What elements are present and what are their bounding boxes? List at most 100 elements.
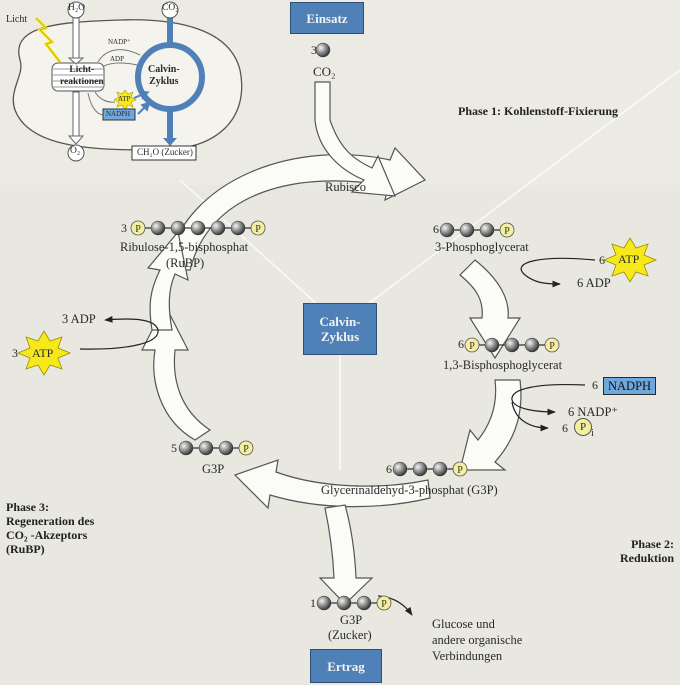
g3p-out-chain: P [316,595,392,611]
phase2-pi-icon: P [574,418,592,436]
phase1-atp-label: ATP [618,252,640,266]
pga-chain: P [439,222,515,238]
carbon-atom [356,595,372,611]
chloroplast-outline [12,19,243,151]
carbon-atom [170,220,186,236]
phase3-atp-label: ATP [32,346,54,360]
arrow-segment-pga-bpg [459,259,522,360]
co2-circle [161,1,179,19]
calvin-cycle-ring [141,81,522,605]
rubp-abbr: (RuBP) [166,256,205,270]
input-co2-label: CO₂ [313,64,336,79]
phase2-pi-sub: i [591,428,594,439]
carbon-atom [479,222,495,238]
carbon-atom [198,440,214,456]
o2-circle [67,144,85,162]
phase3-atp-star-icon [16,330,72,376]
g3p-regen-chain: P [178,440,254,456]
phase2-nadph-nadp-arrow [511,384,586,416]
carbon-atom [316,595,332,611]
co2-input-arrow [314,81,396,197]
overview-co2-label: CO₂ [162,3,179,13]
phosphate-group [130,220,146,236]
overview-light-label: Licht [6,14,28,25]
phase3-adp-label: 3 ADP [62,312,96,326]
rubisco-label: Rubisco [325,180,366,194]
phosphate-group [544,337,560,353]
input-box: Einsatz [290,2,364,34]
g3p-out-name: G3P [340,613,363,627]
input-co2-count: 3 [311,43,317,57]
carbon-atom [439,222,455,238]
overview-adp-label: ADP [110,55,125,63]
rubp-count: 3 [121,221,127,235]
carbon-atom [230,220,246,236]
carbon-atom [412,461,428,477]
o2-arrow [72,91,80,139]
g3p-chain: P [392,461,468,477]
phosphate-group [452,461,468,477]
carbon-atom [484,337,500,353]
phase2-label: Phase 2: Reduktion [620,537,675,565]
h2o-circle [67,1,85,19]
phosphate-label: P [469,341,475,352]
phosphate-label: P [457,465,463,476]
phase1-atp-count: 6 [599,253,605,267]
overview-sugar-label: CH₂O (Zucker) [137,147,193,157]
phosphate-group [464,337,480,353]
carbon-atom [392,461,408,477]
carbon-atom [218,440,234,456]
carbon-atom [432,461,448,477]
pga-name: 3-Phosphoglycerat [435,240,529,254]
phosphate-label: P [504,226,510,237]
bpg-name: 1,3-Bisphosphoglycerat [443,358,563,372]
g3p-regen-count: 5 [171,441,177,455]
carbon-atom [459,222,475,238]
phosphate-label: P [243,444,249,455]
output-box: Ertrag [310,649,382,683]
bpg-count: 6 [458,337,464,351]
phosphate-label: P [381,599,387,610]
carbon-atom [178,440,194,456]
carbon-atom [524,337,540,353]
overview-nadp-label: NADP⁺ [108,38,131,46]
h2o-arrow [72,15,80,61]
overview-calvin-label: Calvin- Zyklus [148,64,180,87]
phase1-adp-label: 6 ADP [577,276,611,290]
phosphate-label: P [549,341,555,352]
arrow-segment-g3p-regen [233,459,431,510]
co2-ball [315,42,331,58]
phase3-label: Phase 3: Regeneration des CO₂ -Akzeptors… [6,500,95,556]
carbon-atom [336,595,352,611]
arrow-segment-regen-up-upper [146,230,189,331]
phase3-atp-adp-arrow [79,316,159,350]
overview-light-reactions-label: Licht- reaktionen [60,65,104,87]
phase1-atp-adp-arrow [520,257,596,288]
phosphate-group [499,222,515,238]
chloroplast-overview [12,1,243,162]
carbon-atom [150,220,166,236]
phosphate-label: P [255,224,261,235]
g3p-out-sub: (Zucker) [328,628,372,642]
phosphate-group [376,595,392,611]
g3p-out-count: 1 [310,596,316,610]
overview-nadph-box [102,108,136,121]
phase2-pi-arrow [511,401,549,432]
carbon-atom [504,337,520,353]
phase1-label: Phase 1: Kohlenstoff-Fixierung [458,104,618,118]
output-arrow [318,504,374,605]
overview-atp-label: ATP [118,95,131,103]
carbon-atom [190,220,206,236]
products-label: Glucose und andere organische Verbindung… [432,617,523,663]
phase2-nadp-label: 6 NADP⁺ [568,405,619,419]
g3p-name: Glycerinaldehyd-3-phosphat (G3P) [321,483,498,497]
sugar-box [131,145,197,161]
overview-o2-label: O₂ [70,146,81,156]
phase2-pi-count: 6 [562,421,568,435]
phase2-nadph-count: 6 [592,378,598,392]
g3p-count: 6 [386,462,392,476]
